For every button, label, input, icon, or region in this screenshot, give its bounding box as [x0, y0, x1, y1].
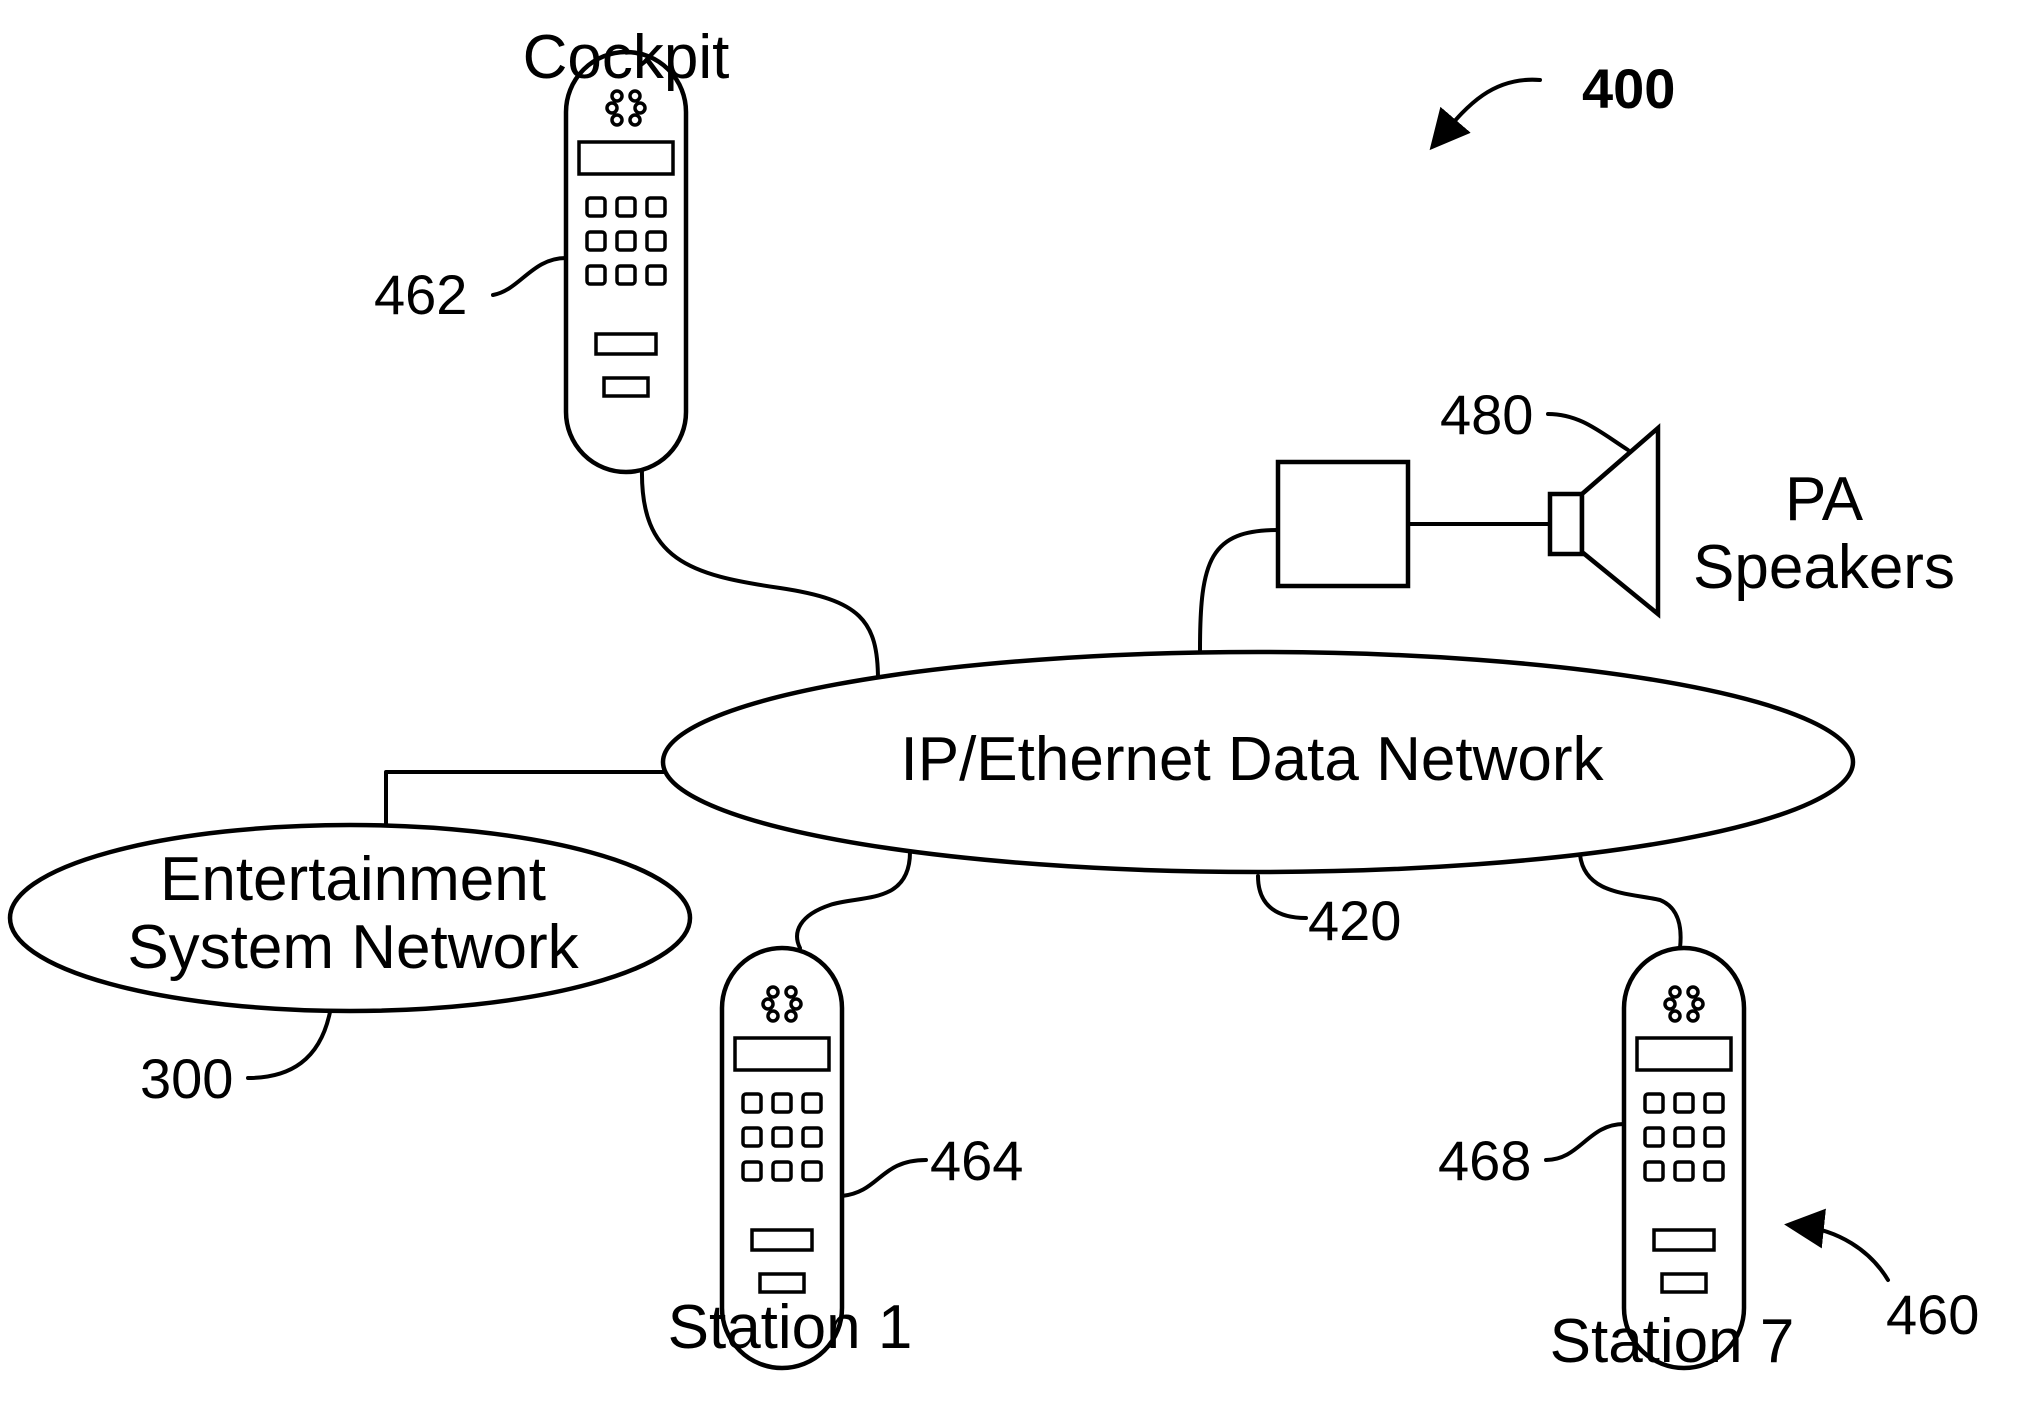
- ref-468: 468: [1438, 1129, 1531, 1192]
- leader-462: [493, 258, 566, 295]
- network-label: IP/Ethernet Data Network: [901, 725, 1605, 794]
- ip-ethernet-network: IP/Ethernet Data Network: [663, 652, 1853, 872]
- speaker-icon: [1582, 428, 1658, 614]
- pa-system: PA Speakers: [1278, 428, 1955, 614]
- leader-464: [842, 1160, 926, 1196]
- handset-icon: [1624, 948, 1744, 1368]
- station1-label: Station 1: [668, 1293, 913, 1362]
- leader-480: [1548, 414, 1628, 450]
- pa-label-line2: Speakers: [1693, 533, 1955, 602]
- entertainment-link: [386, 772, 670, 824]
- ref-480: 480: [1440, 383, 1533, 446]
- entertainment-label-line2: System Network: [127, 913, 579, 982]
- ref-462: 462: [374, 263, 467, 326]
- arrow-400: [1440, 80, 1540, 138]
- leader-300: [248, 1012, 330, 1078]
- cockpit-handset: Cockpit: [523, 23, 730, 472]
- speaker-magnet: [1550, 494, 1582, 554]
- ref-300: 300: [140, 1047, 233, 1110]
- figure-number: 400: [1582, 57, 1675, 120]
- handset-icon: [566, 52, 686, 472]
- station7-link: [1580, 855, 1681, 948]
- cockpit-link: [642, 468, 878, 680]
- ref-464: 464: [930, 1129, 1023, 1192]
- station7-label: Station 7: [1550, 1307, 1795, 1376]
- cockpit-label: Cockpit: [523, 23, 730, 92]
- amplifier-box: [1278, 462, 1408, 586]
- ref-420: 420: [1308, 889, 1401, 952]
- entertainment-system-network: Entertainment System Network: [10, 825, 690, 1011]
- leader-420: [1258, 876, 1306, 918]
- station1-link: [797, 852, 910, 948]
- ref-460: 460: [1886, 1283, 1979, 1346]
- entertainment-label-line1: Entertainment: [160, 845, 546, 914]
- arrow-460: [1800, 1226, 1888, 1280]
- leader-468: [1546, 1124, 1624, 1160]
- station7-handset: Station 7: [1550, 948, 1795, 1376]
- pa-link: [1200, 530, 1278, 650]
- pa-label-line1: PA: [1785, 465, 1864, 534]
- station1-handset: Station 1: [668, 948, 913, 1368]
